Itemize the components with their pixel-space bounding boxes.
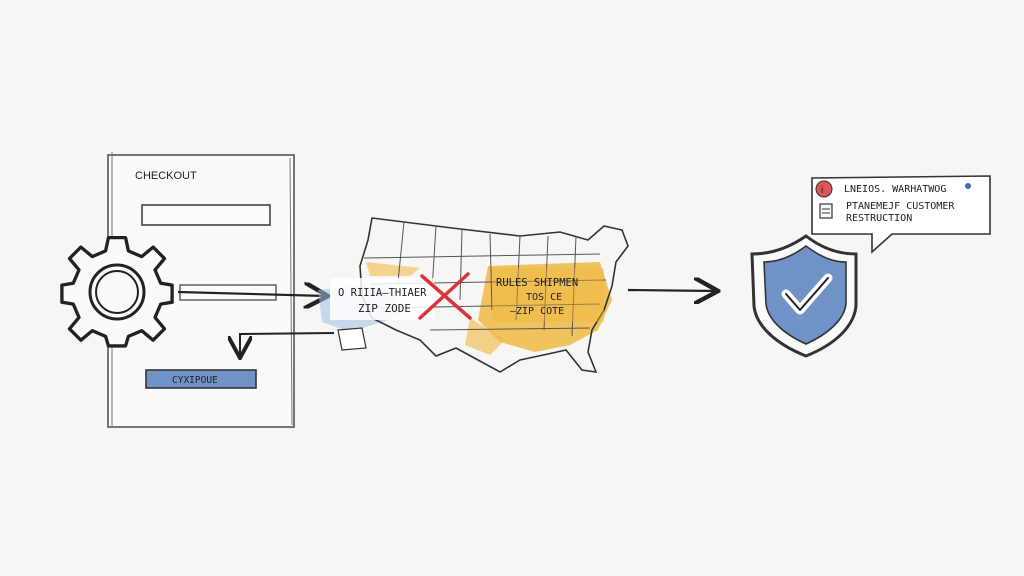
- rules-note: RULES SHIPMEN TOS CE —ZIP COTE: [492, 268, 604, 322]
- checkout-submit-button[interactable]: [145, 369, 257, 389]
- checkout-input-field[interactable]: [141, 204, 271, 226]
- zip-note-line1: O RIIIA—THIAER: [338, 287, 427, 299]
- checkout-title: CHECKOUT: [135, 170, 197, 182]
- reject-x-icon: [418, 272, 472, 320]
- arrow-return-icon: [240, 332, 335, 356]
- rules-note-line2: TOS CE: [526, 292, 562, 303]
- svg-text:i: i: [821, 185, 823, 196]
- arrow-right-icon-2: [627, 290, 716, 291]
- rules-note-line3: —ZIP COTE: [510, 306, 564, 317]
- checkout-submit-button-label: CYXIPOUE: [172, 375, 218, 386]
- message-line3: RESTRUCTION: [846, 213, 912, 224]
- shield-check-icon: [750, 234, 858, 358]
- arrow-right-icon: [177, 292, 326, 296]
- zip-note-line2: ZIP ZODE: [358, 302, 411, 315]
- message-line2: PTANEMEJF CUSTOMER: [846, 201, 955, 212]
- message-bubble: i LNEIOS. WARHATWOG PTANEMEJF CUSTOMER R…: [811, 175, 991, 254]
- gear-icon: [60, 235, 174, 348]
- rules-note-line1: RULES SHIPMEN: [496, 277, 578, 289]
- document-icon: [819, 203, 833, 219]
- message-line1: LNEIOS. WARHATWOG: [844, 184, 946, 195]
- info-icon: i: [815, 180, 833, 198]
- zip-note: O RIIIA—THIAER ZIP ZODE: [330, 278, 434, 351]
